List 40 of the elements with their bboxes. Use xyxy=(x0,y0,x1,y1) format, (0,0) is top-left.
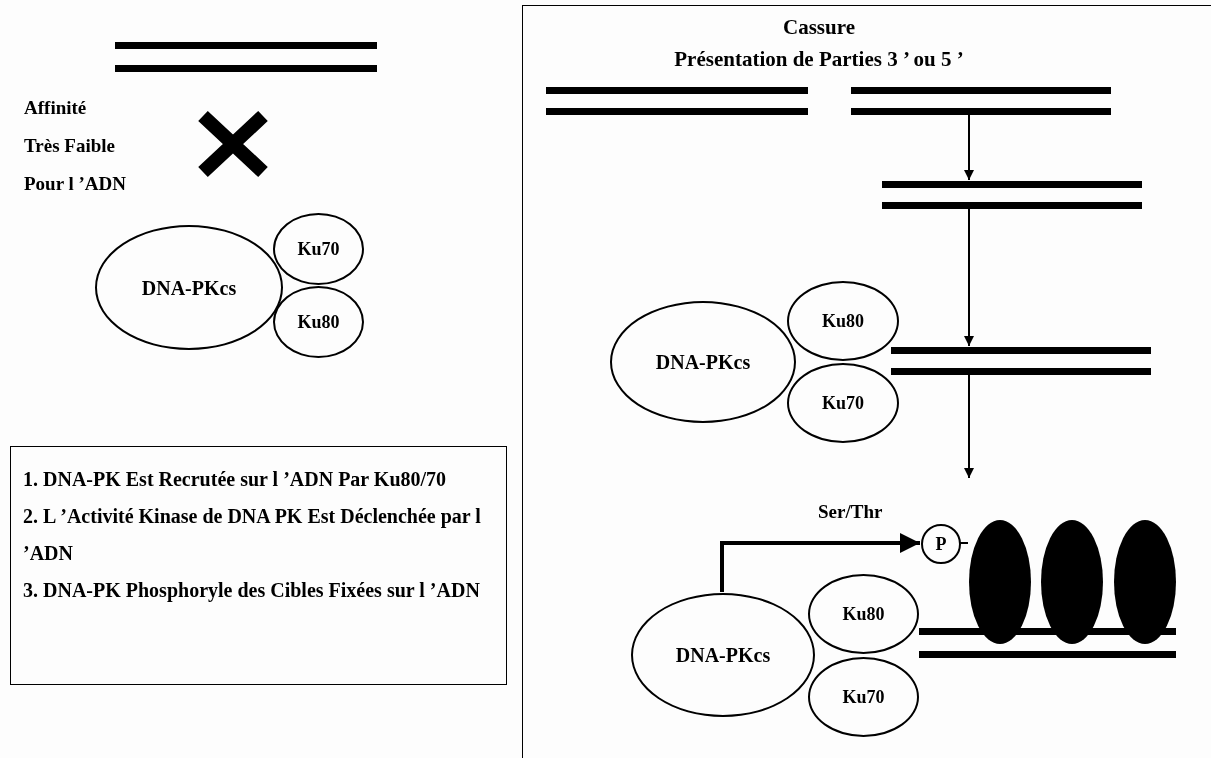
note-text: Pour l ’ADN xyxy=(24,172,127,196)
protein-label: Ku80 xyxy=(822,312,864,330)
protein-ellipse xyxy=(808,657,919,737)
phosphate-circle xyxy=(921,524,961,564)
protein-label: DNA-PKcs xyxy=(655,352,751,372)
list-item-text: 2. L ’Activité Kinase de DNA PK Est Déclenchée par l ’ADN xyxy=(23,504,482,566)
dna-double-strand xyxy=(891,347,1151,375)
protein-ellipse xyxy=(787,363,899,443)
dna-double-strand xyxy=(546,87,808,115)
protein-label: Ku80 xyxy=(297,313,340,331)
heading-text: Cassure xyxy=(783,14,855,40)
protein-ellipse xyxy=(808,574,919,654)
dna-double-strand xyxy=(115,42,377,72)
dna-double-strand xyxy=(919,628,1176,658)
dna-double-strand xyxy=(882,181,1142,209)
protein-ellipse xyxy=(273,286,364,358)
protein-ellipse xyxy=(631,593,815,717)
list-item-text: 1. DNA-PK Est Recrutée sur l ’ADN Par Ku80/70 xyxy=(23,467,448,492)
dna-double-strand xyxy=(851,87,1111,115)
heading-text: Présentation de Parties 3 ’ ou 5 ’ xyxy=(674,46,964,72)
protein-label: Ku70 xyxy=(842,688,885,706)
note-text: Très Faible xyxy=(24,134,115,158)
protein-ellipse xyxy=(273,213,364,285)
protein-label: DNA-PKcs xyxy=(675,645,771,665)
protein-label: Ku70 xyxy=(297,240,340,258)
protein-ellipse xyxy=(787,281,899,361)
arrow xyxy=(964,207,974,347)
protein-label: Ku70 xyxy=(822,394,864,412)
arrow xyxy=(964,113,974,181)
panel xyxy=(522,5,1211,758)
protein-ellipse xyxy=(610,301,796,423)
arrow xyxy=(720,533,920,592)
note-box xyxy=(10,446,507,685)
arrow xyxy=(964,373,974,479)
protein-ellipse xyxy=(95,225,283,350)
list-item-text: 3. DNA-PK Phosphoryle des Cibles Fixées sur l ’ADN xyxy=(23,578,481,604)
protein-label: P xyxy=(935,535,947,553)
note-text: Affinité xyxy=(24,96,87,120)
protein-label: Ku80 xyxy=(842,605,885,623)
protein-label: DNA-PKcs xyxy=(141,277,237,298)
